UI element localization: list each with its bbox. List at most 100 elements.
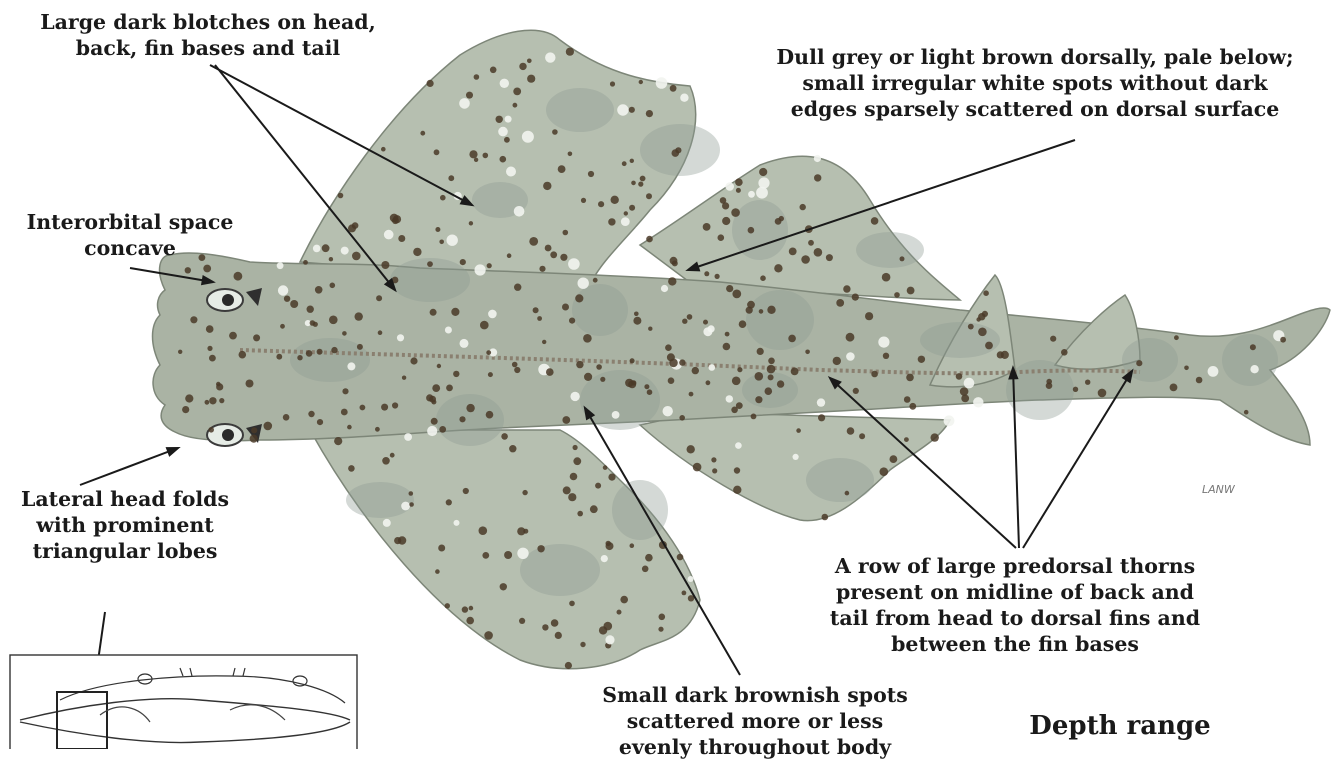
white-spot: [944, 415, 955, 426]
dark-spot: [1170, 384, 1178, 392]
dark-spot: [185, 267, 191, 273]
dark-spot: [573, 445, 578, 450]
dark-spot: [552, 129, 558, 135]
dark-spot: [789, 248, 797, 256]
dark-spot: [836, 299, 844, 307]
dark-spot: [639, 80, 643, 84]
dark-spot: [569, 601, 575, 607]
white-spot: [656, 77, 668, 89]
label-line: evenly throughout body: [540, 734, 970, 760]
white-spot: [568, 258, 580, 270]
dark-spot: [718, 234, 725, 241]
dark-spot: [360, 405, 366, 411]
label-line: between the fin bases: [820, 631, 1210, 657]
dark-spot: [1250, 344, 1256, 350]
label-line: concave: [0, 235, 260, 261]
dark-spot: [437, 364, 441, 368]
white-spot: [680, 94, 688, 102]
dark-spot: [648, 327, 652, 331]
dark-spot: [755, 396, 762, 403]
dark-spot: [479, 526, 488, 535]
white-spot: [601, 555, 608, 562]
dark-spot: [438, 545, 445, 552]
dark-spot: [453, 371, 459, 377]
dark-spot: [543, 182, 551, 190]
dark-spot: [329, 257, 333, 261]
white-spot: [688, 576, 694, 582]
white-spot: [878, 337, 889, 348]
dark-spot: [682, 591, 687, 596]
dark-spot: [410, 357, 417, 364]
dark-spot: [427, 261, 433, 267]
dark-spot: [527, 59, 532, 64]
dark-spot: [486, 350, 491, 355]
dark-blotch: [546, 88, 614, 132]
white-spot: [384, 230, 394, 240]
label-lateral-head-folds: Lateral head folds with prominent triang…: [0, 486, 250, 564]
label-predorsal-thorns: A row of large predorsal thorns present …: [820, 553, 1210, 657]
dark-spot: [209, 355, 216, 362]
dark-spot: [775, 218, 782, 225]
label-line: Dull grey or light brown dorsally, pale …: [770, 44, 1300, 70]
dark-spot: [755, 372, 764, 381]
dark-spot: [865, 312, 873, 320]
dark-spot: [631, 380, 636, 385]
upper-pelvic-fin: [640, 156, 960, 300]
dark-spot: [509, 445, 516, 452]
dark-spot: [317, 419, 323, 425]
dark-spot: [430, 309, 437, 316]
dark-spot: [581, 198, 586, 203]
dark-spot: [551, 619, 559, 627]
dark-spot: [631, 181, 636, 186]
dark-spot: [822, 514, 829, 521]
white-spot: [277, 262, 284, 269]
dark-spot: [439, 426, 446, 433]
dark-spot: [451, 308, 459, 316]
dark-spot: [646, 110, 653, 117]
dark-spot: [469, 221, 473, 225]
dark-spot: [630, 358, 635, 363]
dark-spot: [500, 583, 507, 590]
dark-spot: [280, 324, 285, 329]
dark-spot: [1073, 387, 1078, 392]
dark-spot: [593, 278, 598, 283]
dark-spot: [670, 257, 678, 265]
dark-spot: [308, 411, 314, 417]
dark-spot: [342, 388, 348, 394]
artist-signature: LANW: [1202, 483, 1235, 496]
dark-spot: [378, 330, 383, 335]
white-spot: [397, 334, 404, 341]
dark-spot: [638, 182, 643, 187]
dark-spot: [894, 292, 900, 298]
lower-pelvic-fin: [640, 412, 950, 521]
white-spot: [445, 327, 452, 334]
depth-range-heading: Depth range: [1015, 711, 1225, 741]
dark-spot: [469, 606, 474, 611]
dark-spot: [629, 205, 635, 211]
dark-spot: [642, 566, 649, 573]
dark-spot: [539, 266, 545, 272]
dark-spot: [573, 457, 581, 465]
dark-spot: [630, 159, 634, 163]
dark-spot: [909, 403, 916, 410]
dark-spot: [814, 248, 823, 257]
dark-spot: [376, 295, 382, 301]
dark-spot: [381, 147, 386, 152]
dark-spot: [206, 325, 214, 333]
white-spot: [447, 235, 458, 246]
dark-spot: [791, 368, 799, 376]
dark-spot: [622, 161, 627, 166]
dark-spot: [603, 465, 608, 470]
dark-spot: [633, 317, 641, 325]
dark-spot: [322, 244, 330, 252]
dark-spot: [512, 362, 518, 368]
dark-spot: [595, 483, 601, 489]
dark-spot: [687, 314, 693, 320]
white-spot: [514, 206, 525, 217]
arrow-head: [167, 448, 178, 455]
dark-spot: [668, 377, 675, 384]
dark-spot: [704, 271, 709, 276]
dark-spot: [303, 260, 308, 265]
dark-spot: [736, 402, 743, 409]
dark-spot: [446, 499, 452, 505]
